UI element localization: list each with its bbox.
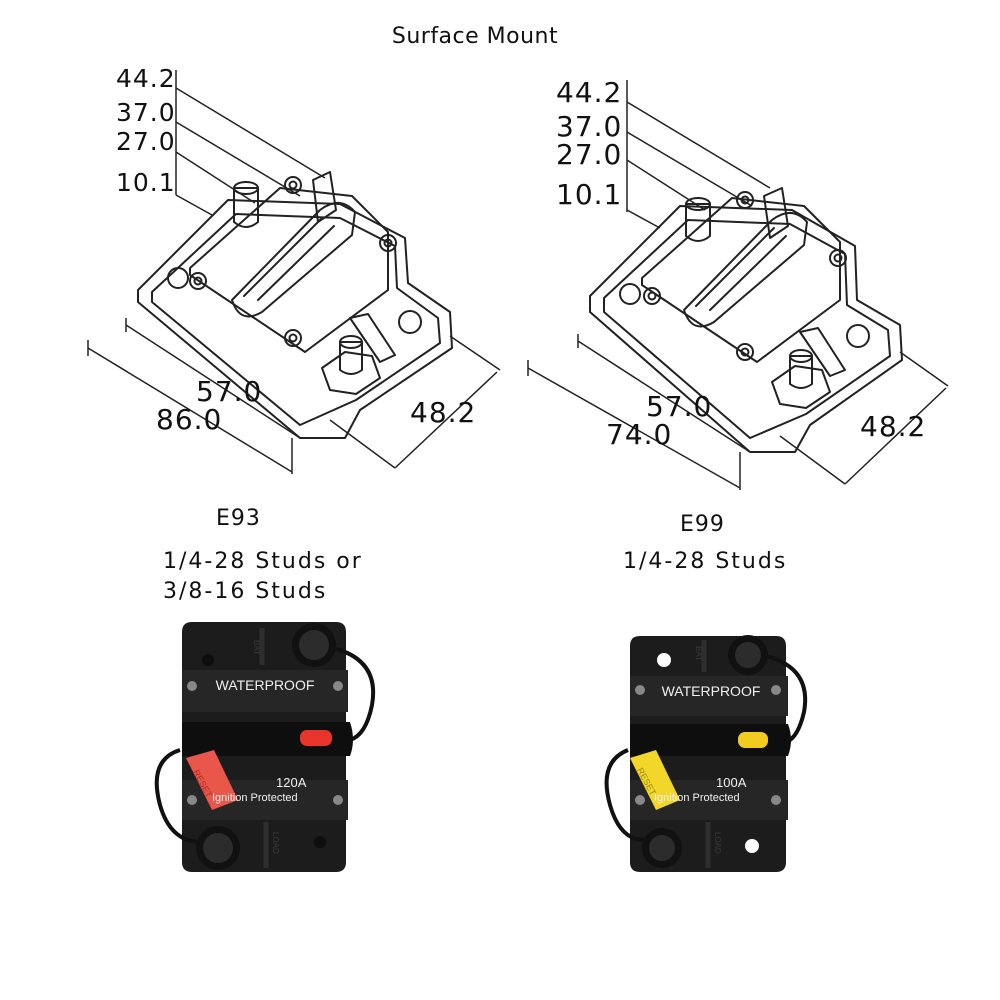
e99-dim-height-27: 27.0 — [556, 138, 623, 171]
e93-load-text: LOAD — [271, 832, 280, 854]
e93-dim-height-27: 27.0 — [116, 127, 176, 156]
e99-line-drawing — [527, 80, 949, 490]
e99-dim-width-57: 57.0 — [646, 390, 713, 423]
e99-trip-indicator — [738, 732, 768, 748]
e93-dim-length-86: 86.0 — [156, 403, 223, 436]
e93-line-drawing — [87, 70, 501, 474]
e93-rating-label: 120A — [276, 775, 307, 790]
e99-studs-line1: 1/4-28 Studs — [623, 549, 788, 574]
e93-bat-text: BAT — [252, 640, 261, 655]
e99-load-text: LOAD — [713, 832, 722, 854]
e99-dim-height-44: 44.2 — [556, 76, 623, 109]
e99-dim-height-37: 37.0 — [556, 110, 623, 143]
e93-dim-height-37: 37.0 — [116, 98, 176, 127]
e99-ignition-label: Ignition Protected — [654, 792, 740, 804]
e93-studs-line2: 3/8-16 Studs — [163, 579, 328, 604]
e99-dim-depth-48: 48.2 — [860, 410, 927, 443]
e93-dim-height-44: 44.2 — [116, 64, 176, 93]
page-title: Surface Mount — [391, 24, 559, 49]
e99-reset-lever — [630, 750, 680, 810]
e99-photo — [604, 635, 808, 872]
e99-dim-height-10: 10.1 — [556, 178, 623, 211]
e99-model-name: E99 — [680, 512, 725, 537]
e93-ignition-label: Ignition Protected — [212, 792, 298, 804]
e93-model-name: E93 — [216, 506, 261, 531]
e93-photo — [154, 622, 376, 872]
e93-dim-height-10: 10.1 — [116, 168, 176, 197]
e93-dim-depth-48: 48.2 — [410, 396, 477, 429]
e99-waterproof-label: WATERPROOF — [661, 683, 761, 699]
e93-waterproof-label: WATERPROOF — [215, 677, 315, 693]
e99-rating-label: 100A — [716, 775, 747, 790]
e93-reset-lever — [186, 750, 238, 810]
e93-trip-indicator — [300, 730, 332, 746]
e99-dim-length-74: 74.0 — [606, 418, 673, 451]
e93-studs-line1: 1/4-28 Studs or — [163, 549, 363, 574]
e93-dim-width-57: 57.0 — [196, 375, 263, 408]
e99-bat-text: BAT — [694, 646, 703, 661]
